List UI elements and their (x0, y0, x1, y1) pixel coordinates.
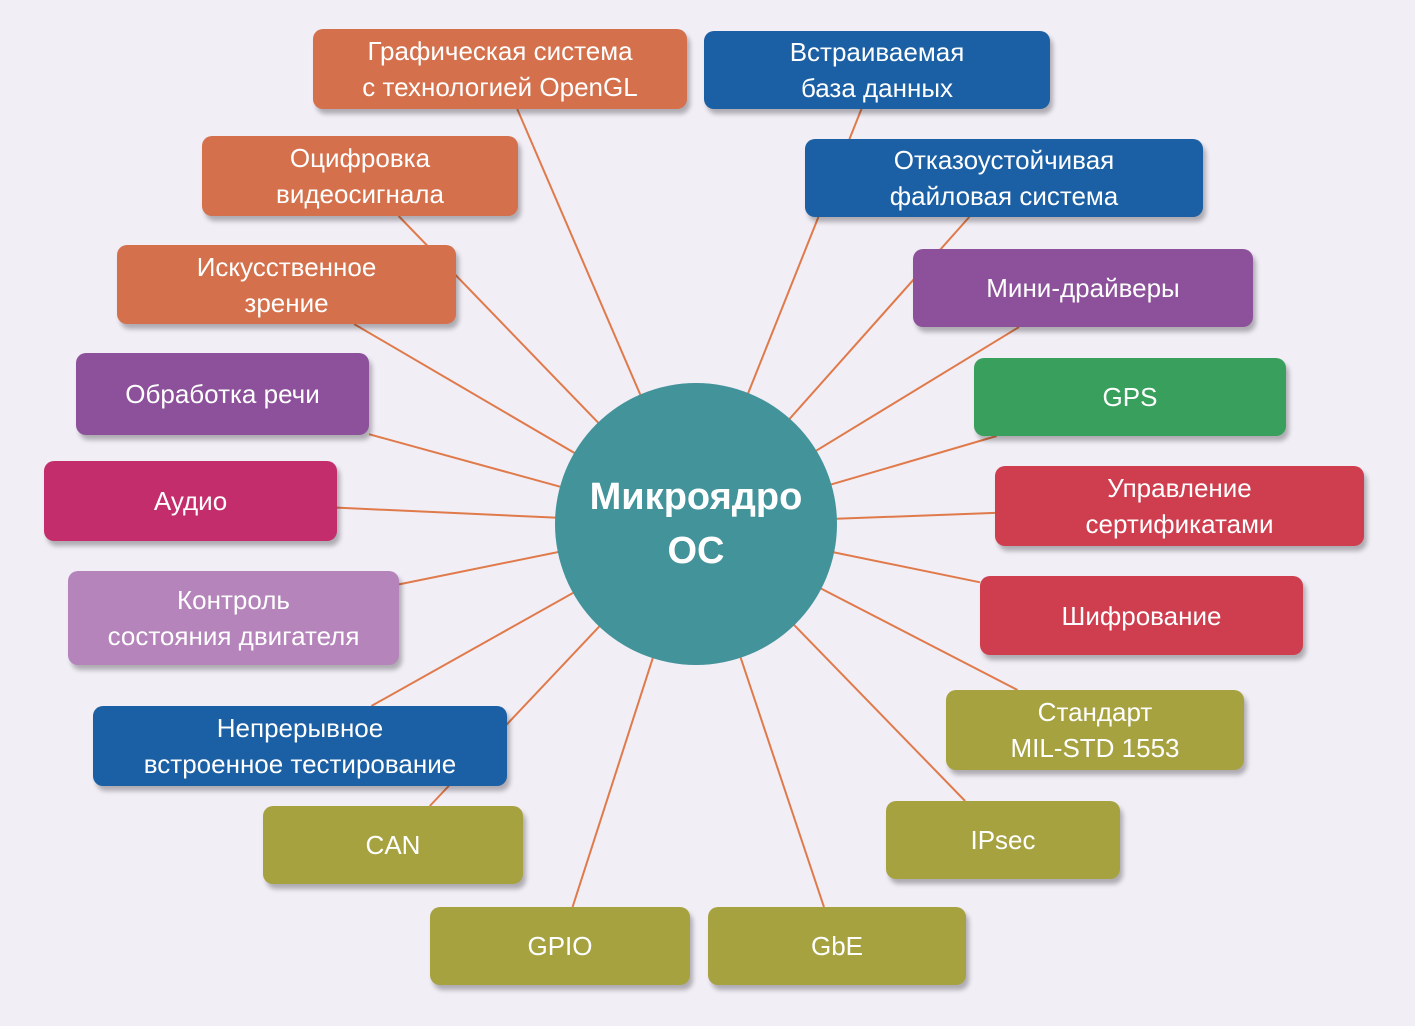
hub-circle: Микроядро ОС (555, 383, 837, 665)
node-speech-processing: Обработка речи (76, 353, 369, 435)
node-ipsec: IPsec (886, 801, 1120, 879)
node-computer-vision: Искусственное зрение (117, 245, 456, 324)
node-label: Мини-драйверы (986, 273, 1180, 303)
node-label: Аудио (153, 486, 228, 516)
node-certificate-management: Управление сертификатами (995, 466, 1364, 546)
node-label: Искусственное зрение (196, 251, 377, 318)
node-label: IPsec (970, 825, 1036, 855)
node-label: GPIO (527, 931, 593, 961)
node-mini-drivers: Мини-драйверы (913, 249, 1253, 327)
node-label: Отказоустойчивая файловая система (889, 145, 1119, 211)
node-label: GPS (1102, 382, 1158, 412)
node-label: Шифрование (1061, 600, 1222, 631)
node-built-in-testing: Непрерывное встроенное тестирование (93, 706, 507, 786)
node-audio: Аудио (44, 461, 337, 541)
node-opengl-graphics: Графическая система с технологией OpenGL (313, 29, 687, 109)
node-embedded-database: Встраиваемая база данных (704, 31, 1050, 109)
node-encryption: Шифрование (980, 576, 1303, 655)
node-label: Контроль состояния двигателя (107, 585, 360, 651)
node-engine-monitoring: Контроль состояния двигателя (68, 571, 399, 665)
node-label: Обработка речи (125, 379, 320, 409)
node-video-digitization: Оцифровка видеосигнала (202, 136, 518, 216)
node-gps: GPS (974, 358, 1286, 436)
node-can: CAN (263, 806, 523, 884)
node-mil-std-1553: Стандарт MIL-STD 1553 (946, 690, 1244, 770)
node-label: Непрерывное встроенное тестирование (143, 713, 457, 779)
node-label: CAN (365, 830, 421, 860)
node-label: GbE (810, 931, 864, 961)
node-gbe: GbE (708, 907, 966, 985)
node-label: Управление сертификатами (1085, 473, 1274, 539)
node-fault-tolerant-fs: Отказоустойчивая файловая система (805, 139, 1203, 217)
node-label: Оцифровка видеосигнала (276, 143, 444, 209)
node-gpio: GPIO (430, 907, 690, 985)
node-label: Графическая система с технологией OpenGL (362, 36, 638, 102)
hub-label: Микроядро ОС (589, 476, 803, 572)
node-label: Встраиваемая база данных (789, 37, 965, 103)
node-label: Стандарт MIL-STD 1553 (1010, 697, 1180, 763)
